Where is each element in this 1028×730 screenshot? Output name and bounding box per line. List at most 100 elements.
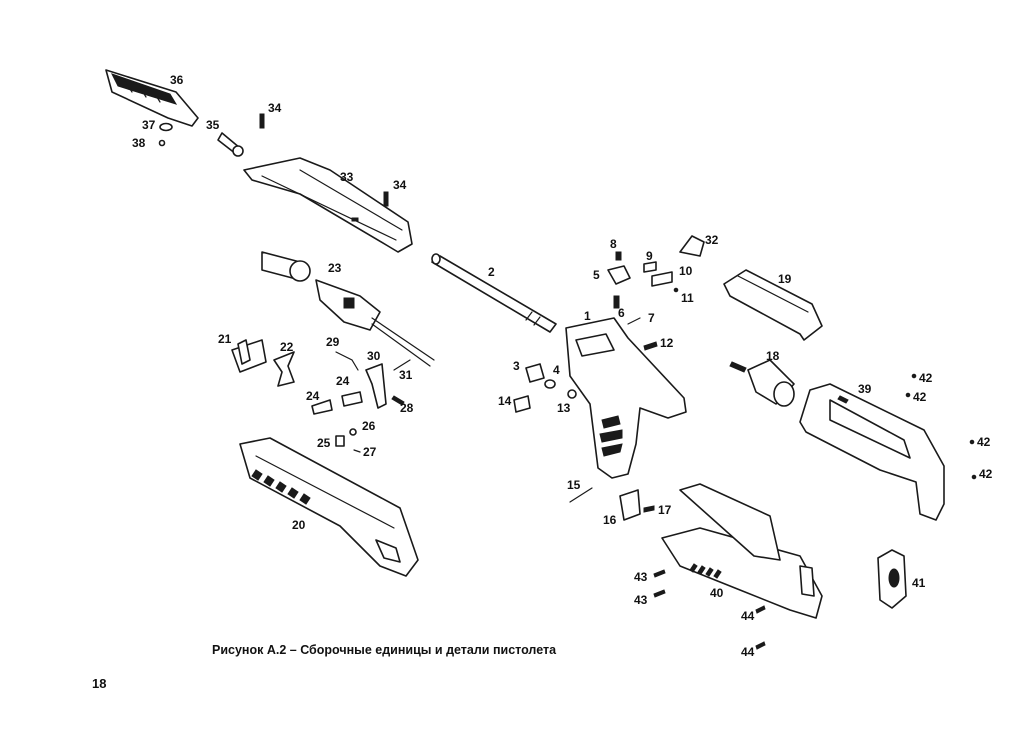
part-42-c xyxy=(969,439,975,445)
part-25 xyxy=(335,435,345,447)
part-16 xyxy=(619,489,641,521)
label-11: 11 xyxy=(681,291,694,305)
part-10 xyxy=(651,271,673,287)
label-8: 8 xyxy=(610,237,617,251)
part-42-d xyxy=(971,474,977,480)
part-38 xyxy=(158,139,166,147)
label-24-right: 24 xyxy=(336,374,350,388)
label-43-bottom: 43 xyxy=(634,593,648,607)
label-15: 15 xyxy=(567,478,581,492)
label-10: 10 xyxy=(679,264,693,278)
label-38: 38 xyxy=(132,136,146,150)
part-27 xyxy=(353,449,361,453)
label-17: 17 xyxy=(658,503,672,517)
label-29: 29 xyxy=(326,335,340,349)
label-30: 30 xyxy=(367,349,381,363)
label-19: 19 xyxy=(778,272,792,286)
figure-caption: Рисунок А.2 – Сборочные единицы и детали… xyxy=(212,643,557,657)
part-42-b xyxy=(905,392,911,398)
part-40-forend xyxy=(661,483,823,619)
label-12: 12 xyxy=(660,336,674,350)
part-43-a xyxy=(653,569,666,578)
label-43-top: 43 xyxy=(634,570,648,584)
part-5 xyxy=(607,265,631,285)
label-22: 22 xyxy=(280,340,294,354)
label-32: 32 xyxy=(705,233,719,247)
label-26: 26 xyxy=(362,419,376,433)
label-25: 25 xyxy=(317,436,331,450)
part-3 xyxy=(525,363,545,383)
part-28-spring xyxy=(391,395,405,406)
part-35-bushing xyxy=(217,132,244,157)
label-42-top: 42 xyxy=(919,371,933,385)
part-19-cover xyxy=(723,269,823,341)
part-37 xyxy=(159,122,173,132)
part-4 xyxy=(544,379,556,389)
part-number-labels: 36 37 38 35 34 33 34 23 2 8 32 9 10 5 11… xyxy=(132,73,993,659)
label-16: 16 xyxy=(603,513,617,527)
part-13 xyxy=(567,389,577,399)
part-14 xyxy=(513,395,531,413)
part-42-a xyxy=(911,373,917,379)
part-23-bolt-assembly xyxy=(261,251,435,367)
label-28: 28 xyxy=(400,401,414,415)
label-2: 2 xyxy=(488,265,495,279)
label-36: 36 xyxy=(170,73,184,87)
part-12 xyxy=(643,341,658,351)
part-6 xyxy=(613,295,620,309)
label-35: 35 xyxy=(206,118,220,132)
part-2-barrel xyxy=(431,253,557,333)
part-24-b xyxy=(311,399,333,415)
part-26 xyxy=(349,428,357,436)
part-24-a xyxy=(341,391,363,407)
part-41-buttplate xyxy=(877,549,907,609)
label-39: 39 xyxy=(858,382,872,396)
part-44-b xyxy=(755,641,766,650)
label-31: 31 xyxy=(399,368,413,382)
part-9 xyxy=(643,261,657,273)
label-27: 27 xyxy=(363,445,377,459)
label-44-top: 44 xyxy=(741,609,755,623)
part-43-b xyxy=(653,589,666,598)
label-6: 6 xyxy=(618,306,625,320)
label-1: 1 xyxy=(584,309,591,323)
part-33-upper-receiver xyxy=(243,157,413,253)
part-8 xyxy=(615,251,622,261)
part-7 xyxy=(627,317,641,325)
label-18: 18 xyxy=(766,349,780,363)
part-21 xyxy=(231,339,267,373)
label-4: 4 xyxy=(553,363,560,377)
label-21: 21 xyxy=(218,332,232,346)
label-44-bottom: 44 xyxy=(741,645,755,659)
label-13: 13 xyxy=(557,401,571,415)
label-7: 7 xyxy=(648,311,655,325)
part-29 xyxy=(335,351,359,371)
label-42-fourth: 42 xyxy=(979,467,993,481)
page-number: 18 xyxy=(92,676,107,691)
part-34-screw-b xyxy=(383,191,389,207)
part-36-handguard xyxy=(105,69,199,127)
part-1-grip-frame xyxy=(565,317,687,479)
label-34-mid: 34 xyxy=(393,178,407,192)
part-11 xyxy=(673,287,679,293)
label-24-left: 24 xyxy=(306,389,320,403)
label-20: 20 xyxy=(292,518,306,532)
label-42-third: 42 xyxy=(977,435,991,449)
part-44-a xyxy=(755,605,766,614)
label-42-second: 42 xyxy=(913,390,927,404)
part-18-cylinder xyxy=(729,359,795,407)
part-31 xyxy=(393,359,411,371)
label-3: 3 xyxy=(513,359,520,373)
part-20-lower-frame xyxy=(239,437,419,577)
part-15 xyxy=(569,487,593,503)
label-37: 37 xyxy=(142,118,156,132)
part-30 xyxy=(365,363,387,409)
label-5: 5 xyxy=(593,268,600,282)
part-34-screw xyxy=(259,113,265,129)
part-32 xyxy=(679,235,705,257)
label-40: 40 xyxy=(710,586,724,600)
label-34-top: 34 xyxy=(268,101,282,115)
label-41: 41 xyxy=(912,576,926,590)
